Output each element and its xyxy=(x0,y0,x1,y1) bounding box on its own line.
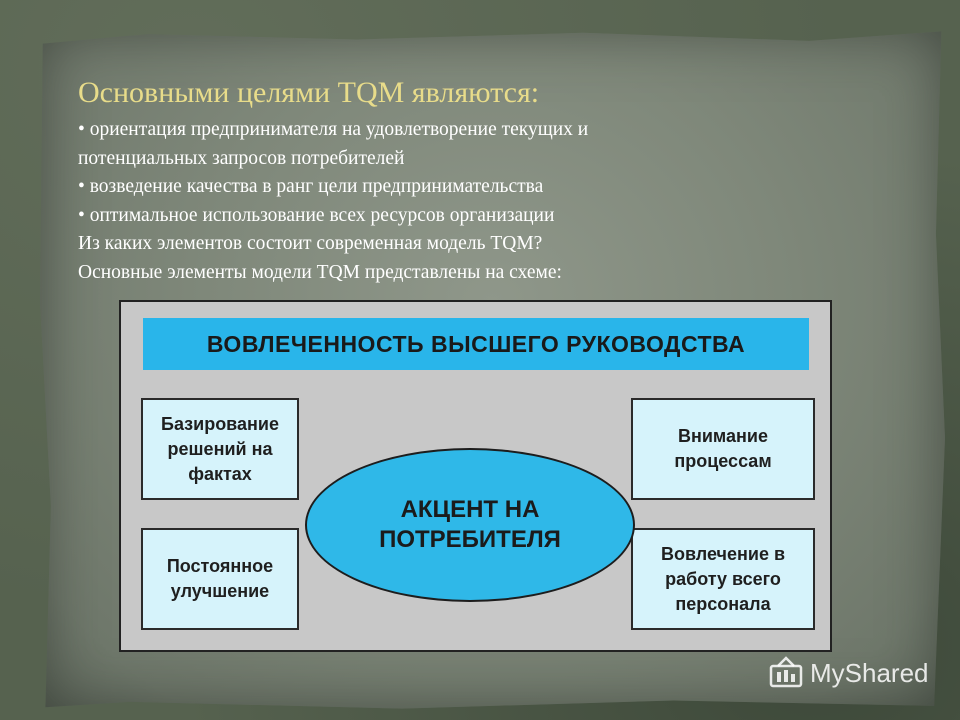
box-process-attention: Внимание процессам xyxy=(631,398,815,500)
slide-title: Основными целями TQM являются: xyxy=(78,76,540,109)
body-line: • оптимальное использование всех ресурсо… xyxy=(78,204,555,226)
body-line: • ориентация предпринимателя на удовлетв… xyxy=(78,119,589,140)
box-continuous-improvement: Постоянное улучшение xyxy=(141,528,299,630)
diagram-banner: ВОВЛЕЧЕННОСТЬ ВЫСШЕГО РУКОВОДСТВА xyxy=(143,318,809,370)
box-staff-involvement: Вовлечение в работу всего персонала xyxy=(631,528,815,630)
body-line: потенциальных запросов потребителей xyxy=(78,147,405,169)
tqm-diagram: ВОВЛЕЧЕННОСТЬ ВЫСШЕГО РУКОВОДСТВА Базиро… xyxy=(119,300,832,652)
watermark: MyShared xyxy=(768,656,929,690)
slide-body-text: • ориентация предпринимателя на удовлетв… xyxy=(78,116,778,287)
body-line: Основные элементы модели TQM представлен… xyxy=(78,261,562,283)
box-fact-based-decisions: Базирование решений на фактах xyxy=(141,398,299,500)
body-line: • возведение качества в ранг цели предпр… xyxy=(78,176,544,197)
customer-focus-ellipse: АКЦЕНТ НА ПОТРЕБИТЕЛЯ xyxy=(305,448,635,602)
body-line: Из каких элементов состоит современная м… xyxy=(78,233,543,254)
watermark-text: MyShared xyxy=(810,657,929,688)
myshared-logo-icon xyxy=(769,656,803,688)
